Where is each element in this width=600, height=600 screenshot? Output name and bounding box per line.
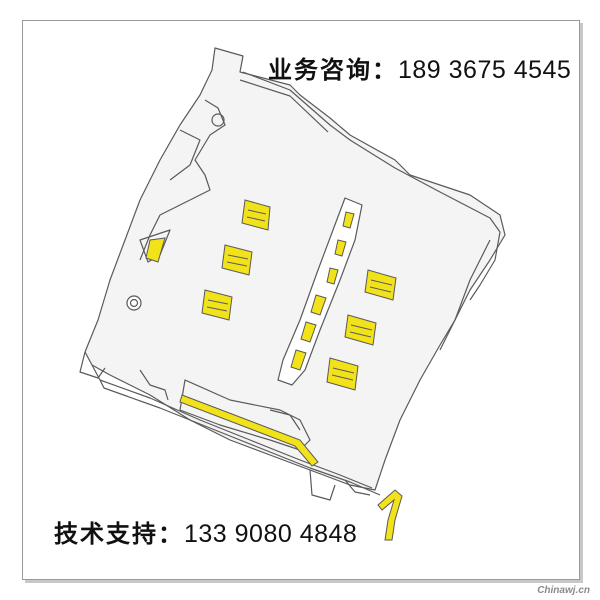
side-spring: [145, 237, 166, 263]
contact-pins: [145, 199, 403, 541]
contact-pin: [344, 314, 377, 346]
tech-phone: 133 9080 4848: [184, 520, 358, 548]
sales-phone: 189 3675 4545: [398, 56, 572, 84]
contact-pin: [310, 294, 327, 316]
site-watermark: Chinawj.cn: [537, 585, 590, 596]
sales-label: 业务咨询：: [268, 55, 398, 84]
contact-pin: [290, 349, 307, 371]
contact-pin: [221, 244, 253, 276]
tech-label: 技术支持：: [54, 519, 184, 548]
detect-pin: [377, 489, 403, 541]
sales-contact: 业务咨询：189 3675 4545: [268, 50, 571, 85]
connector-housing: [84, 47, 506, 491]
contact-pin: [326, 357, 359, 391]
contact-pin: [300, 321, 317, 343]
contact-pin: [334, 239, 347, 257]
contact-pin: [241, 199, 271, 231]
contact-pin: [342, 211, 355, 229]
contact-pin: [364, 269, 397, 301]
front-strip: [179, 394, 319, 467]
contact-pin: [201, 289, 233, 321]
tech-contact: 技术支持：133 9080 4848: [54, 514, 357, 549]
contact-pin: [326, 267, 339, 285]
